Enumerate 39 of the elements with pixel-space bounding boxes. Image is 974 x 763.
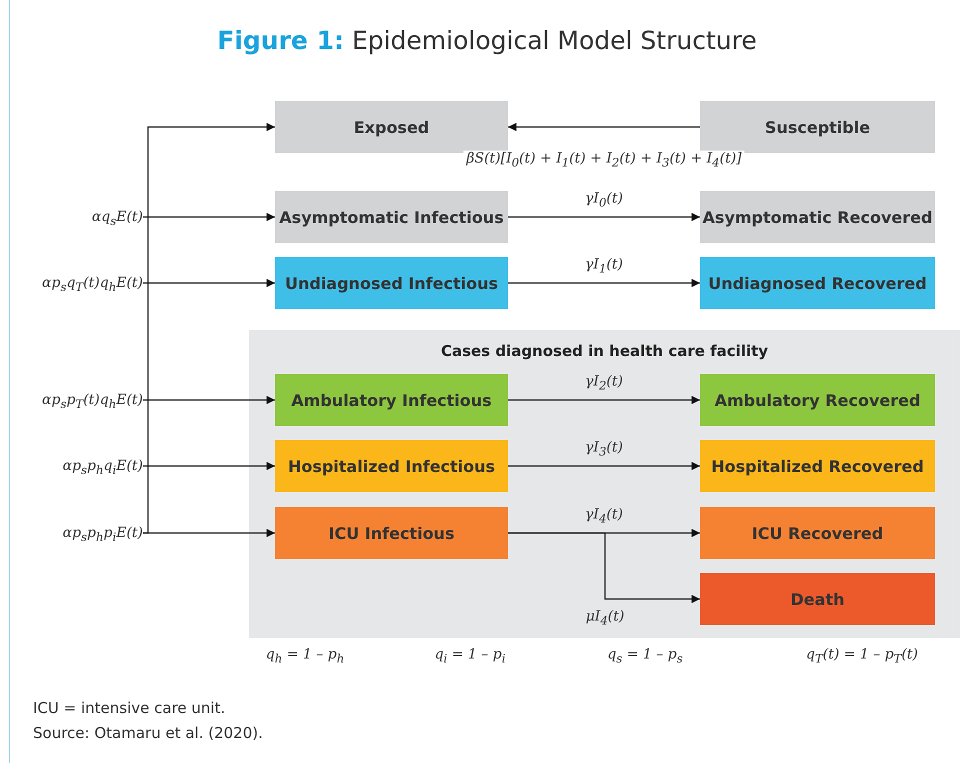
state-box: Hospitalized Infectious [275, 440, 508, 492]
group-panel [249, 330, 960, 638]
arrow [142, 122, 275, 534]
formula-note: q$_{h}$ = 1 – p$_{h}$ [266, 646, 344, 666]
note: ICU = intensive care unit. [33, 699, 226, 717]
arrow [508, 532, 700, 604]
group-title: Cases diagnosed in health care facility [440, 342, 770, 360]
rate-expression: αp$_{s}$q$_{T}$(t)q$_{h}$E(t) [10, 271, 143, 295]
state-box: Hospitalized Recovered [700, 440, 935, 492]
state-box: Asymptomatic Infectious [275, 191, 508, 243]
state-box: Undiagnosed Infectious [275, 257, 508, 309]
formula-note: q$_{s}$ = 1 – p$_{s}$ [607, 646, 683, 666]
arrow [143, 212, 275, 222]
state-box: Ambulatory Recovered [700, 374, 935, 426]
arrow [143, 396, 275, 404]
state-box: Exposed [275, 101, 508, 153]
arrow [508, 278, 700, 288]
state-box: Death [700, 573, 935, 625]
arrow [508, 212, 700, 222]
arrow [508, 122, 700, 132]
arrow [508, 396, 700, 404]
arrow [143, 462, 275, 470]
arrow [508, 462, 700, 470]
state-box: ICU Recovered [700, 507, 935, 559]
state-box: Susceptible [700, 101, 935, 153]
rate-expression: αp$_{s}$p$_{T}$(t)q$_{h}$E(t) [10, 388, 143, 412]
state-box: Asymptomatic Recovered [700, 191, 935, 243]
state-box: Ambulatory Infectious [275, 374, 508, 426]
rate-expression: αp$_{s}$p$_{h}$q$_{i}$E(t) [10, 454, 143, 478]
formula-note: q$_{i}$ = 1 – p$_{i}$ [434, 646, 506, 666]
figure-title: Figure 1: Epidemiological Model Structure [216, 26, 758, 55]
source-note: Source: Otamaru et al. (2020). [33, 724, 263, 742]
rate-expression: αq$_{s}$E(t) [10, 205, 143, 229]
edge-label: βS(t)[I$_{0}$(t) + I$_{1}$(t) + I$_{2}$(t) + I$_{3}$(t) + I$_{4}$(t)] [463, 150, 745, 170]
arrow [143, 278, 275, 288]
state-box: ICU Infectious [275, 507, 508, 559]
formula-note: q$_{T}$(t) = 1 – p$_{T}$(t) [806, 646, 918, 666]
state-box: Undiagnosed Recovered [700, 257, 935, 309]
rate-expression: αp$_{s}$p$_{h}$p$_{i}$E(t) [10, 521, 143, 545]
